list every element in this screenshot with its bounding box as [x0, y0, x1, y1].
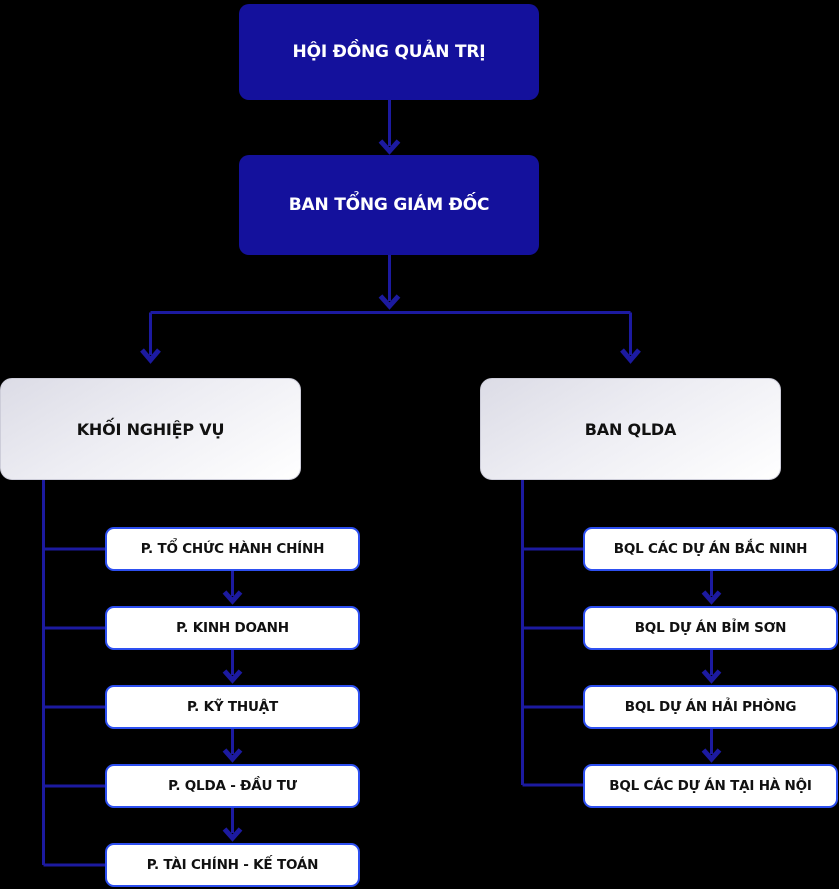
org-node-admin-organization-dept: P. TỔ CHỨC HÀNH CHÍNH — [105, 527, 360, 571]
org-node-bim-son-project: BQL DỰ ÁN BỈM SƠN — [583, 606, 838, 650]
org-node-ha-noi-projects: BQL CÁC DỰ ÁN TẠI HÀ NỘI — [583, 764, 838, 808]
org-node-label: BQL DỰ ÁN HẢI PHÒNG — [624, 699, 797, 715]
org-node-label: BQL CÁC DỰ ÁN TẠI HÀ NỘI — [609, 778, 812, 794]
org-node-general-directors-board: BAN TỔNG GIÁM ĐỐC — [239, 155, 539, 255]
org-node-finance-accounting-dept: P. TÀI CHÍNH - KẾ TOÁN — [105, 843, 360, 887]
org-node-board-of-directors: HỘI ĐỒNG QUẢN TRỊ — [239, 4, 539, 100]
org-node-hai-phong-project: BQL DỰ ÁN HẢI PHÒNG — [583, 685, 838, 729]
org-node-label: BQL CÁC DỰ ÁN BẮC NINH — [613, 541, 808, 557]
org-node-label: P. QLDA - ĐẦU TƯ — [168, 778, 297, 794]
org-node-business-division: KHỐI NGHIỆP VỤ — [0, 378, 301, 480]
split-connector — [140, 311, 641, 364]
org-node-project-management-board: BAN QLDA — [480, 378, 781, 480]
org-node-label: BAN QLDA — [584, 419, 677, 439]
arrow-level2-to-split — [378, 255, 401, 310]
org-node-label: KHỐI NGHIỆP VỤ — [76, 419, 225, 439]
org-node-label: P. TỔ CHỨC HÀNH CHÍNH — [140, 541, 325, 557]
org-node-label: HỘI ĐỒNG QUẢN TRỊ — [292, 42, 486, 62]
right-spine — [521, 480, 585, 787]
org-node-project-investment-dept: P. QLDA - ĐẦU TƯ — [105, 764, 360, 808]
arrow-root-to-level2 — [378, 100, 401, 155]
right-children-arrows — [701, 571, 722, 763]
org-node-label: P. KINH DOANH — [176, 620, 289, 636]
org-node-label: BQL DỰ ÁN BỈM SƠN — [634, 620, 787, 636]
org-node-technical-dept: P. KỸ THUẬT — [105, 685, 360, 729]
org-node-label: P. KỸ THUẬT — [186, 699, 279, 715]
org-node-bac-ninh-projects: BQL CÁC DỰ ÁN BẮC NINH — [583, 527, 838, 571]
left-spine — [42, 480, 105, 867]
org-node-label: BAN TỔNG GIÁM ĐỐC — [288, 195, 490, 215]
org-node-sales-dept: P. KINH DOANH — [105, 606, 360, 650]
org-node-label: P. TÀI CHÍNH - KẾ TOÁN — [146, 857, 319, 873]
